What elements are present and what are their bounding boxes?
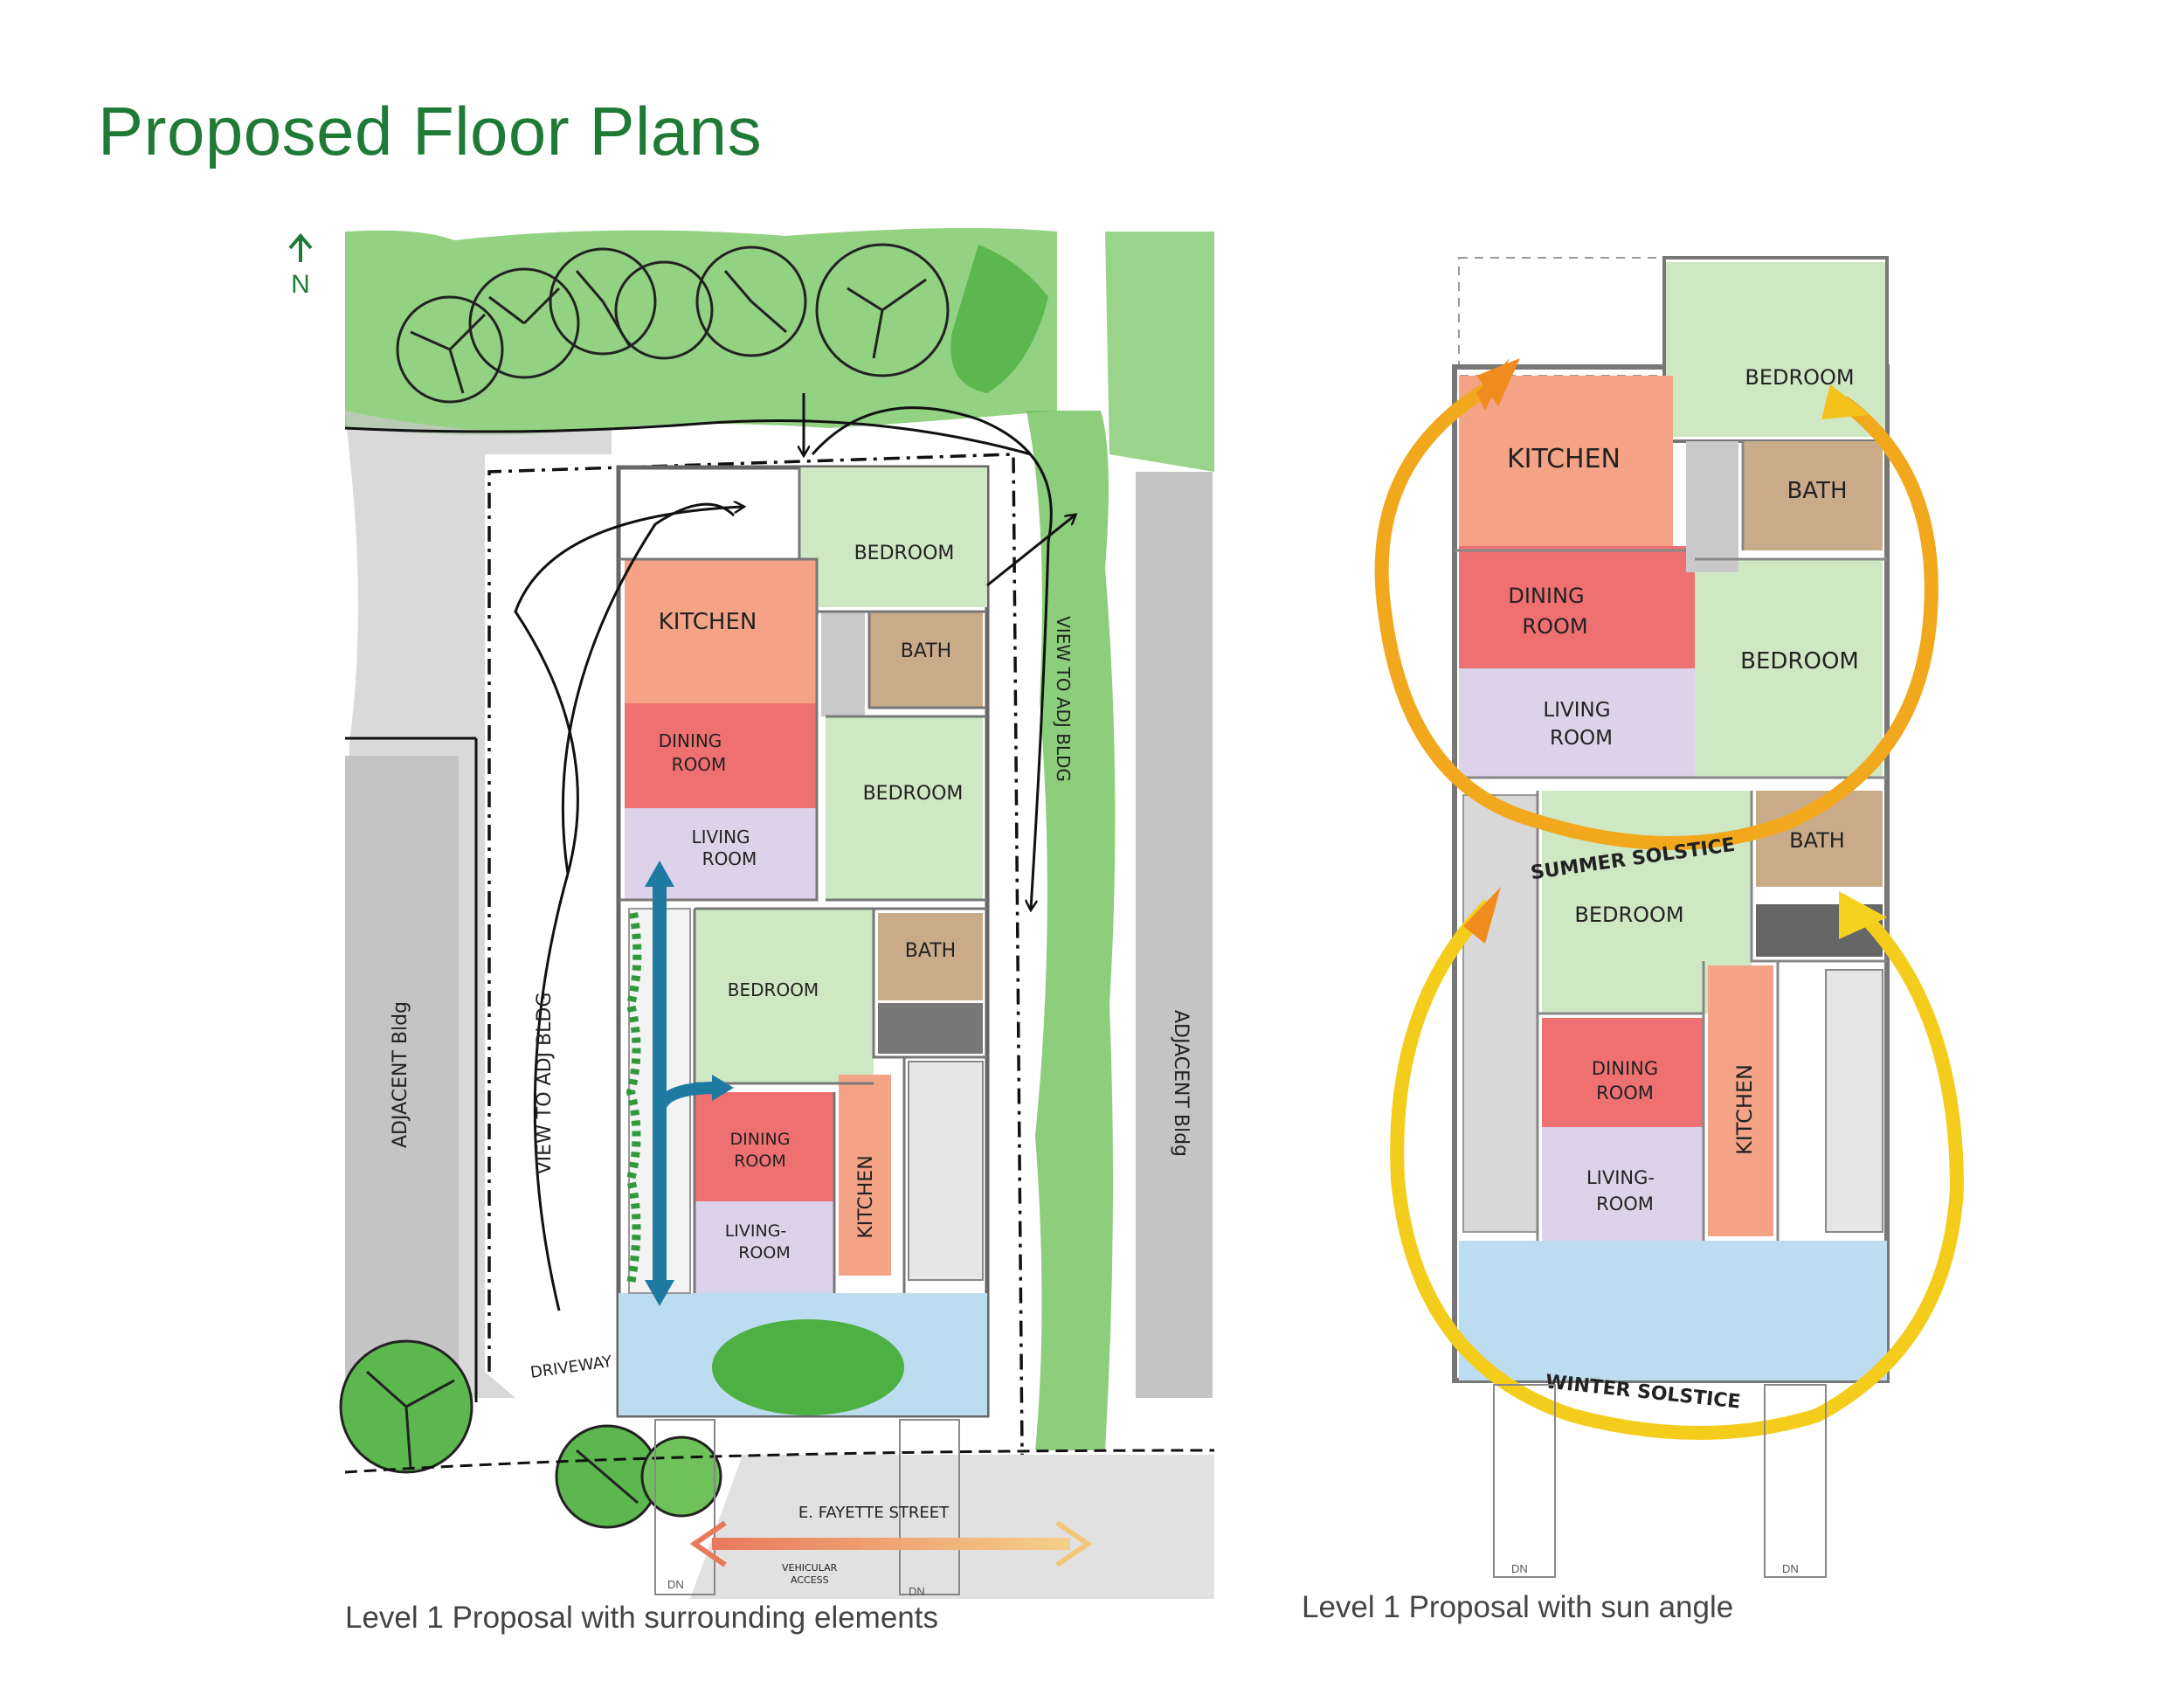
room2-label-dining-front-1: DINING [1592,1058,1658,1079]
view-label-left: VIEW TO ADJ BLDG [534,993,556,1175]
street-arrow [689,1520,1093,1567]
room2-label-bedroom-front: BEDROOM [1574,903,1683,927]
room-label-dining-rear-1: DINING [659,730,722,751]
room2-label-bath-front: BATH [1789,828,1845,853]
room2-label-dining-rear-1: DINING [1508,584,1584,608]
room-bath-front [878,913,983,1000]
room-label-kitchen-front: KITCHEN [855,1155,877,1238]
room2-dining-rear [1459,546,1695,668]
room-label-living-front-2: ROOM [738,1243,791,1263]
room-label-kitchen-rear: KITCHEN [659,609,757,635]
room-bedroom-front [695,909,874,1083]
room2-label-dining-rear-2: ROOM [1522,614,1587,639]
room2-label-bath-rear: BATH [1787,478,1847,504]
room2-bedroom-mid [1695,559,1883,778]
north-arrow-icon: N [288,232,313,299]
stair2-dn-label-2: DN [1782,1562,1799,1575]
stair-plan-1 [908,1061,984,1281]
room-kitchen-rear [625,559,817,708]
view-arrow-right [811,406,1053,909]
porch-plan-2 [1459,1241,1887,1380]
adjacent-building-right [1136,472,1213,1398]
room2-label-living-front-2: ROOM [1596,1193,1654,1214]
adjacent-building-left [345,756,459,1402]
room-label-living-rear-2: ROOM [702,848,757,869]
room2-label-dining-front-2: ROOM [1596,1083,1654,1103]
tree-canopy-top [345,228,1057,435]
room-bedroom-mid [826,716,983,900]
circulation-arrow [645,861,734,1306]
room-label-bath-rear: BATH [901,640,951,662]
driveway-label: DRIVEWAY [529,1352,614,1382]
room2-label-kitchen-front: KITCHEN [1732,1064,1757,1155]
room2-kitchen-front [1708,965,1773,1236]
room-dining-rear [625,703,817,813]
room-bedroom-rear [799,467,987,607]
room-label-bedroom-mid: BEDROOM [863,783,964,805]
room-label-bath-front: BATH [905,940,956,962]
hedge-right [1026,411,1116,1450]
summer-solstice-arc [1374,358,1939,850]
house-plan-1 [616,465,990,1418]
stair-dn-label-1: DN [667,1578,684,1591]
stair2-dn-label-1: DN [1511,1562,1528,1575]
room-label-living-rear-1: LIVING [691,827,750,847]
room2-label-living-front-1: LIVING- [1586,1167,1655,1188]
room-bath-rear [869,612,983,708]
stair-dn-label-2: DN [909,1585,925,1598]
plan-1: N ADJACENT Bldg ADJACENT Bld [288,228,1215,1599]
vehicular-access-label-2: ACCESS [791,1574,829,1586]
room-label-living-front-1: LIVING- [725,1221,787,1241]
room2-kitchen-rear [1459,376,1673,550]
room2-label-living-rear-2: ROOM [1550,727,1613,750]
house-plan-2 [1452,256,1890,1383]
room-dining-front [695,1092,834,1201]
view-label-right: VIEW TO ADJ BLDG [1053,616,1074,782]
room-label-dining-front-2: ROOM [734,1152,786,1171]
adjacent-building-right-label: ADJACENT Bldg [1170,1010,1192,1157]
stair-plan-2 [1825,969,1883,1233]
north-label: N [291,270,310,299]
room2-living-rear [1459,668,1695,778]
room2-label-living-rear-1: LIVING [1543,699,1610,722]
caption-plan-2: Level 1 Proposal with sun angle [1302,1590,1734,1624]
vehicular-access-label-1: VEHICULAR [782,1562,838,1574]
room-label-bedroom-rear: BEDROOM [854,543,955,564]
room-kitchen-front [839,1075,891,1276]
plan-2: BEDROOM KITCHEN BATH DINING ROOM BEDROOM… [1374,256,1965,1578]
room2-label-kitchen-rear: KITCHEN [1507,444,1621,474]
room-label-dining-rear-2: ROOM [672,754,727,775]
room2-bath-rear [1743,441,1883,550]
room-label-dining-front-1: DINING [730,1130,791,1149]
adjacent-building-left-label: ADJACENT Bldg [390,1001,411,1148]
winter-solstice-arc [1390,887,1965,1440]
caption-plan-1: Level 1 Proposal with surrounding elemen… [345,1601,938,1635]
room2-label-bedroom-mid: BEDROOM [1740,648,1859,675]
room-label-bedroom-front: BEDROOM [728,979,819,1000]
page-title: Proposed Floor Plans [98,93,763,169]
view-arrow-left [514,507,743,1311]
room2-dining-front [1542,1018,1704,1127]
street-label: E. FAYETTE STREET [798,1504,950,1522]
room2-label-bedroom-rear: BEDROOM [1745,365,1854,390]
